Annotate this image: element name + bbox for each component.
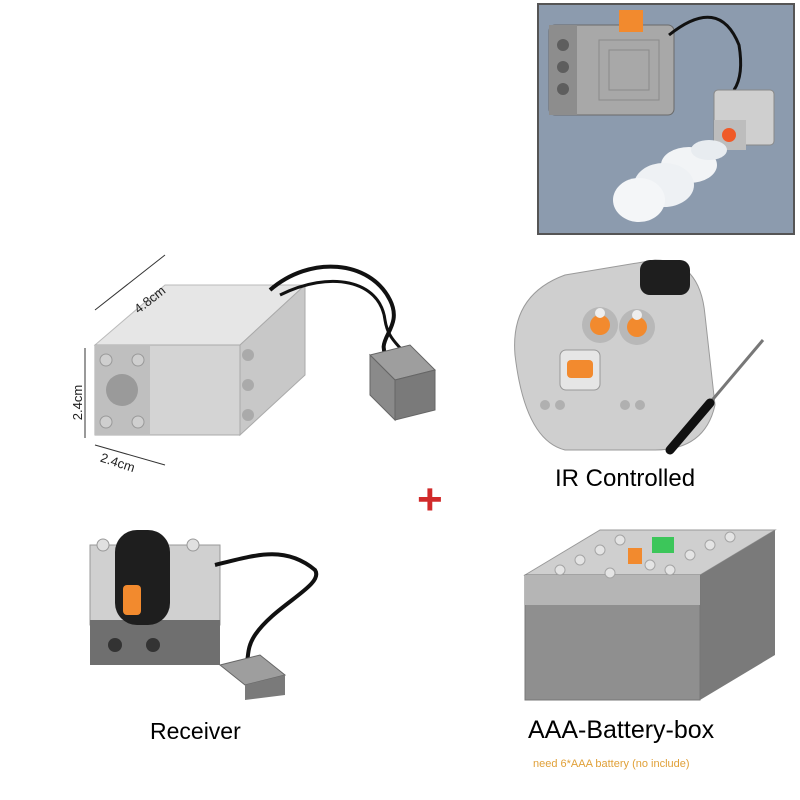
battery-box-image: [523, 529, 777, 701]
battery-note: need 6*AAA battery (no include): [533, 758, 690, 770]
motor-image: [84, 254, 436, 466]
receiver-image: [89, 530, 319, 700]
receiver-caption: Receiver: [150, 718, 241, 744]
battery-box-caption: AAA-Battery-box: [528, 716, 715, 744]
height-dimension-label: 2.4cm: [70, 384, 86, 421]
smoke-demo-photo: [537, 3, 795, 235]
smoke-demo-illustration: [548, 10, 775, 222]
ir-controlled-caption: IR Controlled: [555, 465, 696, 492]
ir-remote-image: [514, 259, 765, 455]
plus-sign: +: [417, 475, 443, 524]
